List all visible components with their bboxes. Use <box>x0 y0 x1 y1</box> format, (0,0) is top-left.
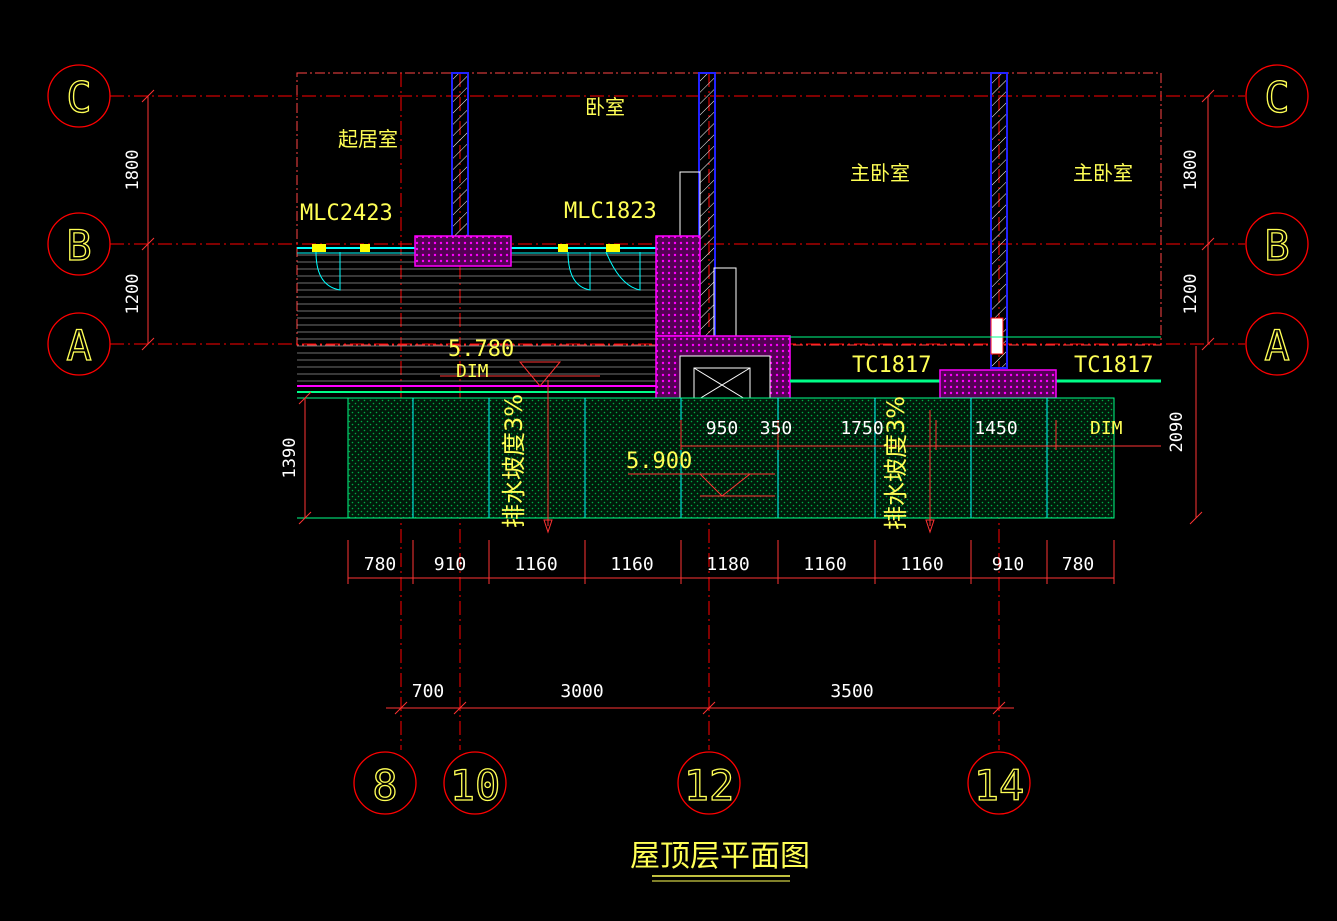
drainage-right: 排水坡度3% <box>882 396 910 530</box>
dim-inner-950: 950 <box>706 418 739 439</box>
right-dimension-line <box>1189 89 1215 525</box>
dim-right-2090: 2090 <box>1167 412 1187 453</box>
dim-bottom-0: 780 <box>364 554 397 575</box>
elevation-upper: 5.900 <box>626 449 692 474</box>
elevation-right-dim: DIM <box>1090 418 1123 439</box>
dim-right-1200: 1200 <box>1181 274 1201 315</box>
room-living: 起居室 <box>338 127 398 151</box>
window-label-tc1817-a: TC1817 <box>852 353 931 378</box>
axis-label-10: 10 <box>450 761 501 810</box>
dim-bottom-1: 910 <box>434 554 467 575</box>
axis-label-c-right: C <box>1264 73 1289 122</box>
elevation-lower-dim: DIM <box>456 361 489 382</box>
dim-bottom-7: 910 <box>992 554 1025 575</box>
dim-bottom-4: 1180 <box>706 554 749 575</box>
dim-left-1200: 1200 <box>123 274 143 315</box>
dim-bottom-8: 780 <box>1062 554 1095 575</box>
axis-label-c-left: C <box>66 73 91 122</box>
window-band-b <box>297 235 701 337</box>
axis-dim-line <box>386 701 1014 715</box>
axis-label-b-left: B <box>66 221 91 270</box>
window-label-mlc2423: MLC2423 <box>300 201 393 226</box>
drawing-title: 屋顶层平面图 <box>630 839 810 874</box>
row-axis-lines <box>110 95 1245 345</box>
dim-axis-700: 700 <box>412 681 445 702</box>
roof-grid <box>412 398 1048 518</box>
drainage-left: 排水坡度3% <box>500 394 528 528</box>
dim-inner-1750: 1750 <box>840 418 883 439</box>
drainage-arrows <box>543 380 935 534</box>
room-master-2: 主卧室 <box>1073 161 1133 185</box>
dim-left-1390: 1390 <box>280 438 300 479</box>
room-bedroom: 卧室 <box>585 95 625 119</box>
axis-label-8: 8 <box>372 761 397 810</box>
axis-label-a-left: A <box>66 321 91 370</box>
dim-axis-3500: 3500 <box>830 681 873 702</box>
left-1390-dim <box>298 391 312 525</box>
window-label-mlc1823: MLC1823 <box>564 199 657 224</box>
dim-bottom-6: 1160 <box>900 554 943 575</box>
window-label-tc1817-b: TC1817 <box>1074 353 1153 378</box>
axis-label-a-right: A <box>1264 321 1289 370</box>
dim-bottom-5: 1160 <box>803 554 846 575</box>
left-dimension-line <box>141 89 155 351</box>
axis-label-12: 12 <box>684 761 735 810</box>
col-axis-bubbles <box>353 751 1031 815</box>
axis-label-14: 14 <box>974 761 1025 810</box>
inner-dim-line <box>680 420 1161 450</box>
room-master-1: 主卧室 <box>850 161 910 185</box>
dim-inner-1450: 1450 <box>974 418 1017 439</box>
roof-area <box>347 397 1115 519</box>
bottom-dim-line <box>347 540 1115 584</box>
terrace-slab <box>297 254 699 386</box>
dim-inner-350: 350 <box>760 418 793 439</box>
window-band-a <box>790 336 1161 399</box>
elevation-lower: 5.780 <box>448 337 514 362</box>
elevation-marker-lower <box>440 361 600 387</box>
row-axis-bubbles <box>47 64 1309 376</box>
elevation-marker-upper <box>628 473 775 497</box>
axis-label-b-right: B <box>1264 221 1289 270</box>
dim-axis-3000: 3000 <box>560 681 603 702</box>
dim-bottom-2: 1160 <box>514 554 557 575</box>
dim-right-1800: 1800 <box>1181 150 1201 191</box>
dim-left-1800: 1800 <box>123 150 143 191</box>
dim-bottom-3: 1160 <box>610 554 653 575</box>
